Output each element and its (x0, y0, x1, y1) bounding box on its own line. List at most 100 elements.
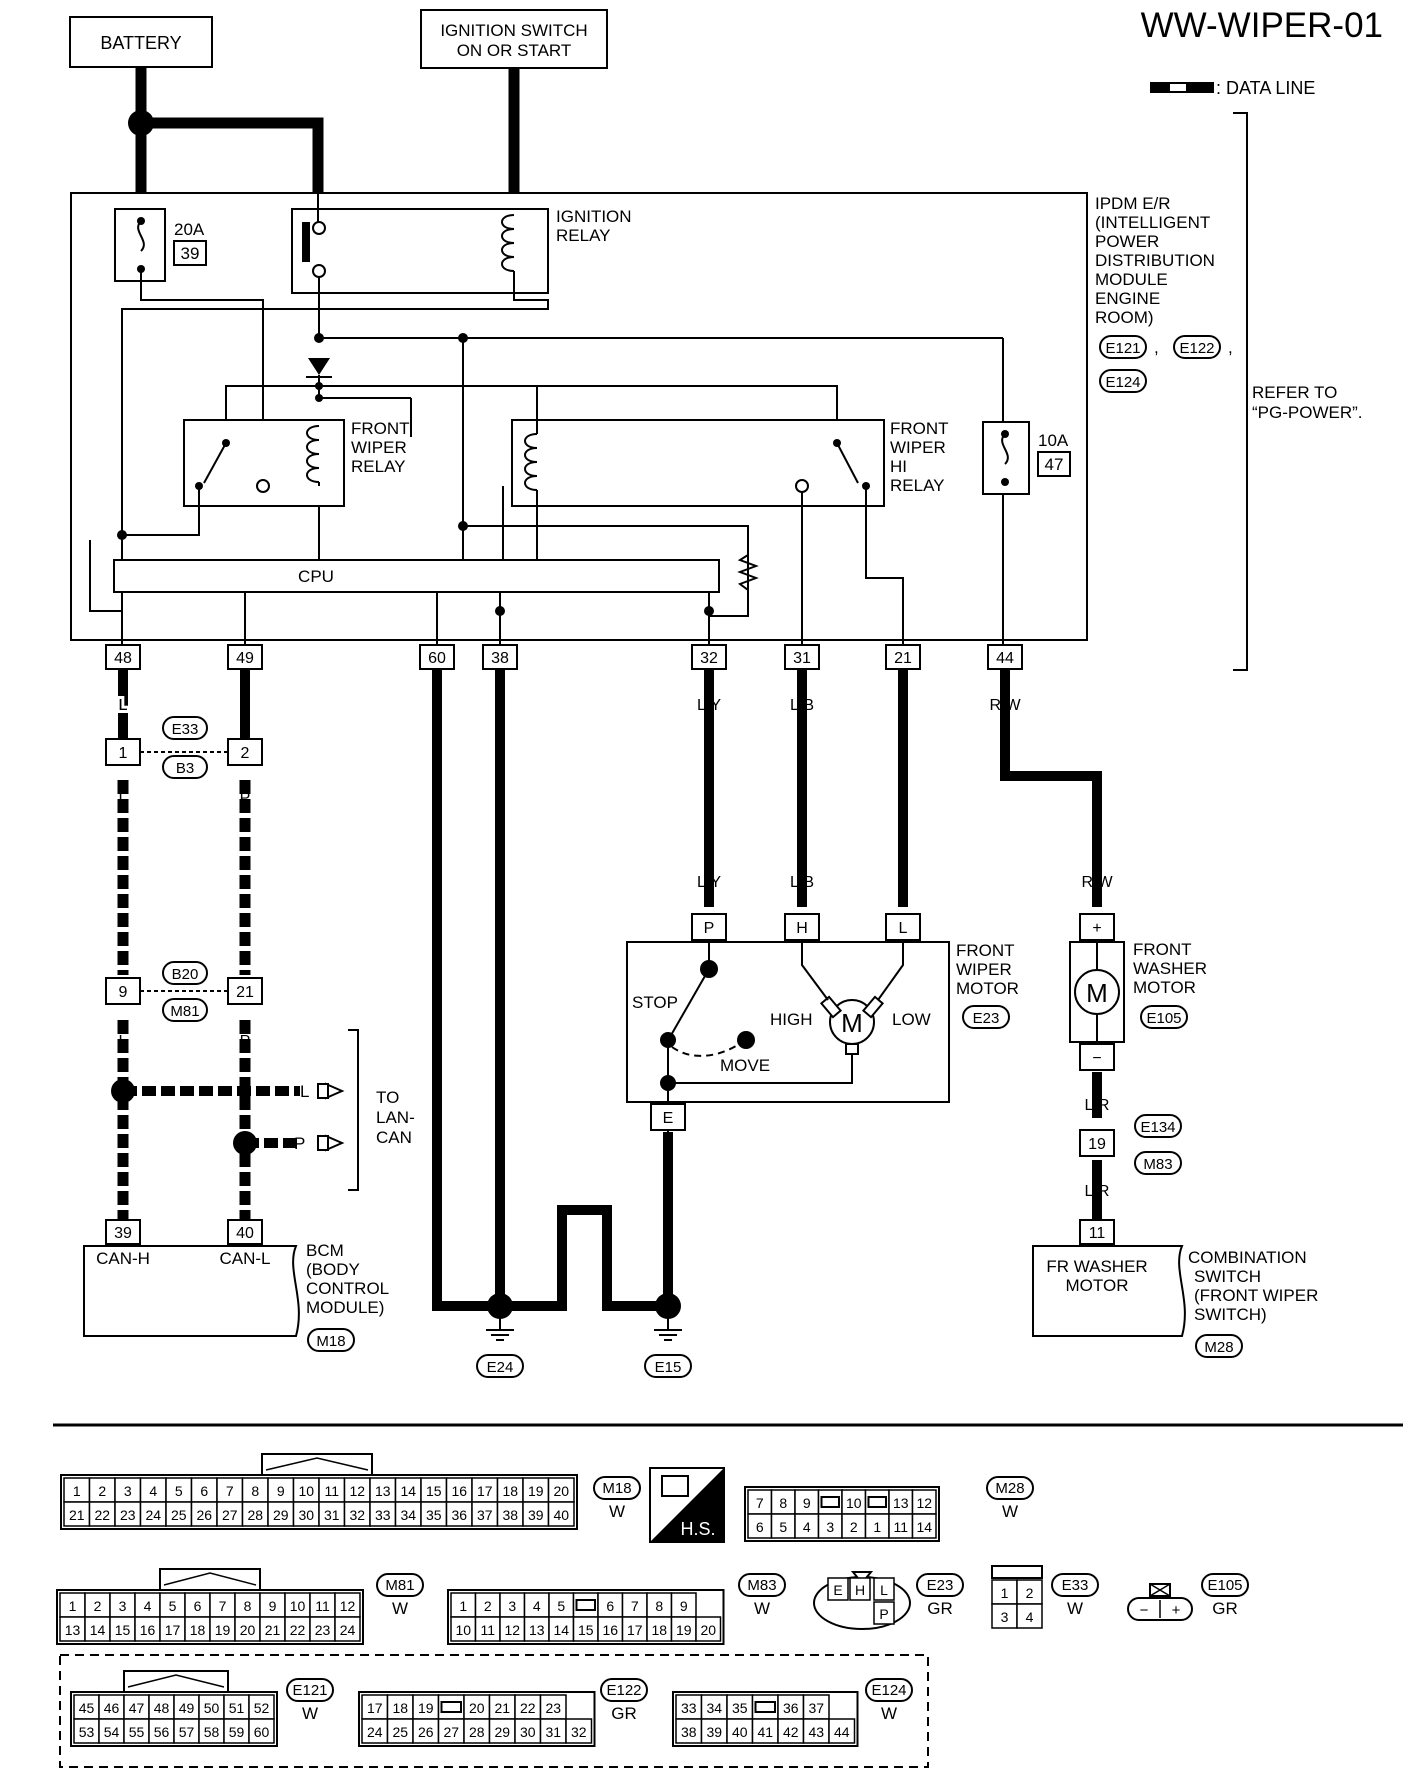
pin-label: 2 (1026, 1585, 1034, 1601)
pin-label: 6 (756, 1519, 764, 1535)
ipdm-terminal-leads (89, 540, 714, 651)
pin-label: 14 (553, 1622, 569, 1638)
svg-text:FRONT: FRONT (890, 419, 949, 438)
pin-label: 29 (273, 1507, 289, 1523)
svg-text:10A: 10A (1038, 431, 1069, 450)
pin-label: 46 (104, 1700, 120, 1716)
pin-label: 36 (451, 1507, 467, 1523)
pin-label: 18 (651, 1622, 667, 1638)
pin-label: 24 (367, 1724, 383, 1740)
pin-label: 58 (204, 1724, 220, 1740)
connector-name: M28 (995, 1480, 1024, 1497)
svg-text:L: L (899, 920, 908, 937)
svg-text:39: 39 (181, 244, 200, 263)
svg-text:L/Y: L/Y (697, 874, 721, 891)
svg-text:M83: M83 (1143, 1156, 1172, 1173)
svg-text:L: L (119, 790, 128, 807)
connector-color: W (609, 1502, 625, 1521)
front-wiper-motor: P H L M STOP MOVE HIGH LOW E FRONT WIPER… (626, 913, 1019, 1132)
pin-label: 34 (706, 1700, 722, 1716)
pin-label: 60 (254, 1724, 270, 1740)
pin-label: 7 (226, 1483, 234, 1499)
svg-text:19: 19 (1088, 1136, 1106, 1153)
pin-label: 15 (578, 1622, 594, 1638)
pin-label: 22 (520, 1700, 536, 1716)
pin-label: 37 (808, 1700, 824, 1716)
ignition-switch-box (420, 9, 608, 69)
pin-label: 22 (290, 1622, 306, 1638)
svg-text:9: 9 (119, 984, 128, 1001)
pin-label: 27 (443, 1724, 459, 1740)
pin-label: 4 (533, 1598, 541, 1614)
ipdm-terminal-49: 49 (227, 644, 263, 670)
svg-text:M: M (1086, 978, 1108, 1008)
pin-label: 54 (104, 1724, 120, 1740)
svg-text:L: L (119, 1033, 128, 1050)
svg-text:(BODY: (BODY (306, 1260, 360, 1279)
svg-text:L/B: L/B (790, 697, 814, 714)
svg-text:ENGINE: ENGINE (1095, 289, 1160, 308)
pin-label: 2 (850, 1519, 858, 1535)
pin-label: 18 (502, 1483, 518, 1499)
svg-text:HIGH: HIGH (770, 1010, 813, 1029)
pin-label: 20 (240, 1622, 256, 1638)
pin-label: 8 (779, 1495, 787, 1511)
svg-text:MODULE: MODULE (1095, 270, 1168, 289)
pin-label: 8 (251, 1483, 259, 1499)
svg-text:FRONT: FRONT (1133, 940, 1192, 959)
svg-text:P: P (240, 697, 251, 714)
refer-label-2: “PG-POWER”. (1252, 403, 1363, 422)
joint-connector-e33-b3: 1 2 E33 B3 (105, 716, 263, 779)
svg-text:B: B (495, 1250, 506, 1267)
to-lan-can-label: TO LAN- CAN (348, 1029, 415, 1191)
svg-text:B: B (432, 697, 443, 714)
svg-text:E134: E134 (1140, 1119, 1175, 1136)
svg-text:L: L (899, 874, 908, 891)
pin-label: 23 (120, 1507, 136, 1523)
ipdm-terminal-48: 48 (105, 644, 141, 670)
bcm: 39 40 CAN-H CAN-L BCM (BODY CONTROL MODU… (83, 1219, 389, 1352)
svg-text:BCM: BCM (306, 1241, 344, 1260)
pin-label: P (879, 1606, 888, 1622)
pin-label: 17 (477, 1483, 493, 1499)
pin-label: 13 (65, 1622, 81, 1638)
svg-text:MOVE: MOVE (720, 1056, 770, 1075)
svg-text:POWER: POWER (1095, 232, 1159, 251)
svg-text:E124: E124 (1105, 374, 1140, 391)
pin-label: 15 (115, 1622, 131, 1638)
pin-label: 59 (229, 1724, 245, 1740)
svg-text:B: B (495, 697, 506, 714)
pin-label: 43 (808, 1724, 824, 1740)
svg-text:CAN: CAN (376, 1128, 412, 1147)
svg-text:−: − (1092, 1050, 1101, 1067)
ipdm-terminal-44: 44 (987, 644, 1023, 670)
connector-color: W (1002, 1502, 1018, 1521)
svg-text:R/W: R/W (989, 697, 1021, 714)
pin-label: 31 (324, 1507, 340, 1523)
pin-label: 3 (124, 1483, 132, 1499)
svg-text:L: L (119, 697, 128, 714)
pin-label: 31 (545, 1724, 561, 1740)
svg-text:MOTOR: MOTOR (1066, 1276, 1129, 1295)
svg-text:FRONT: FRONT (351, 419, 410, 438)
pin-label: 25 (171, 1507, 187, 1523)
svg-text:FR WASHER: FR WASHER (1046, 1257, 1147, 1276)
ipdm-terminal-38: 38 (482, 644, 518, 670)
svg-text:47: 47 (1045, 455, 1064, 474)
pin-label: 6 (606, 1598, 614, 1614)
pin-label: 5 (169, 1598, 177, 1614)
svg-text:MOTOR: MOTOR (956, 979, 1019, 998)
connector-name: M83 (747, 1577, 776, 1594)
pin-label: 10 (290, 1598, 306, 1614)
joint-connector-b20-m81: 9 21 B20 M81 (105, 961, 263, 1022)
pin-label: 7 (219, 1598, 227, 1614)
svg-text:E105: E105 (1146, 1010, 1181, 1027)
connector-name: E33 (1062, 1577, 1089, 1594)
pin-label: 5 (557, 1598, 565, 1614)
svg-text:COMBINATION: COMBINATION (1188, 1248, 1307, 1267)
pin-label: 22 (94, 1507, 110, 1523)
